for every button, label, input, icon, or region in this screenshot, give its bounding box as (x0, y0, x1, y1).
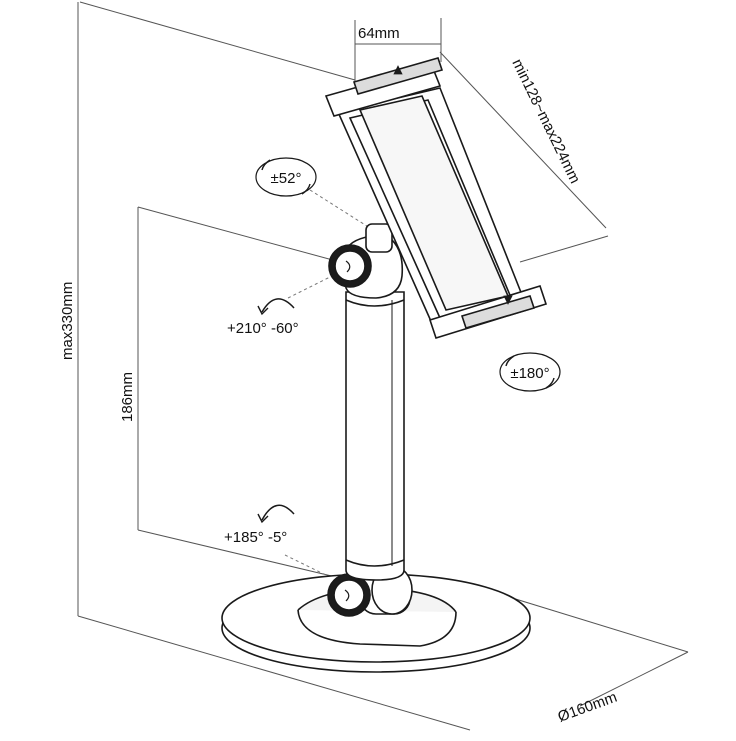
rotate-arrow-return-icon (545, 377, 555, 389)
upper-joint (328, 223, 404, 299)
clamp-range-lower-tick (519, 235, 609, 263)
arm-height-label: 186mm (119, 372, 136, 422)
lower-joint-label: +185° -5° (224, 529, 287, 546)
arm-body (345, 291, 405, 581)
arm-top-ring (345, 299, 405, 307)
upper-joint-arc-icon (261, 298, 295, 313)
lower-joint-leader (284, 554, 341, 583)
upper-joint-rotation: +210° -60° (227, 298, 299, 337)
floor-front-guide (77, 615, 471, 731)
stand-arm (345, 291, 405, 581)
upper-joint-neck (365, 223, 393, 253)
tilt-top-label: ±52° (271, 170, 302, 187)
lower-joint-logo (344, 589, 350, 602)
wall-top-guide (79, 1, 356, 81)
upper-joint-arrowhead-icon (257, 305, 269, 316)
top-clamp-arrow-icon (393, 65, 403, 75)
upper-joint-logo (345, 260, 351, 273)
tilt-top-badge: ±52° (255, 157, 317, 197)
tilt-arrow-return-icon (301, 183, 311, 195)
bottom-clamp-arrow-icon (503, 295, 513, 305)
base-dim-tick (579, 651, 689, 707)
tilt-arrow-icon (261, 159, 271, 171)
perspective-guides (77, 1, 689, 731)
tilt-leader (309, 189, 371, 229)
rotate-ellipse (499, 352, 561, 392)
arm-bottom-ring (345, 559, 405, 567)
tilt-ellipse (255, 157, 317, 197)
rotate-holder-label: ±180° (510, 365, 549, 382)
rotate-arrow-icon (505, 355, 515, 367)
clamp-range-guide (439, 51, 607, 229)
lower-joint-arc-icon (261, 504, 295, 521)
arm-top-guide (137, 206, 341, 263)
clamp-range-label: min128~max224mm (508, 56, 583, 186)
rotate-holder-badge: ±180° (499, 352, 561, 392)
top-clamp-grip (352, 57, 444, 95)
lower-joint-arrowhead-icon (257, 513, 269, 524)
max-height-label: max330mm (59, 282, 76, 360)
base-diameter-label: Ø160mm (556, 689, 620, 726)
arm-bottom-guide (137, 529, 341, 579)
lower-joint-rotation: +185° -5° (224, 504, 295, 546)
base-mount (297, 609, 457, 647)
upper-joint-label: +210° -60° (227, 320, 299, 337)
clamp-depth-label: 64mm (358, 25, 400, 42)
tablet-holder (324, 57, 548, 339)
